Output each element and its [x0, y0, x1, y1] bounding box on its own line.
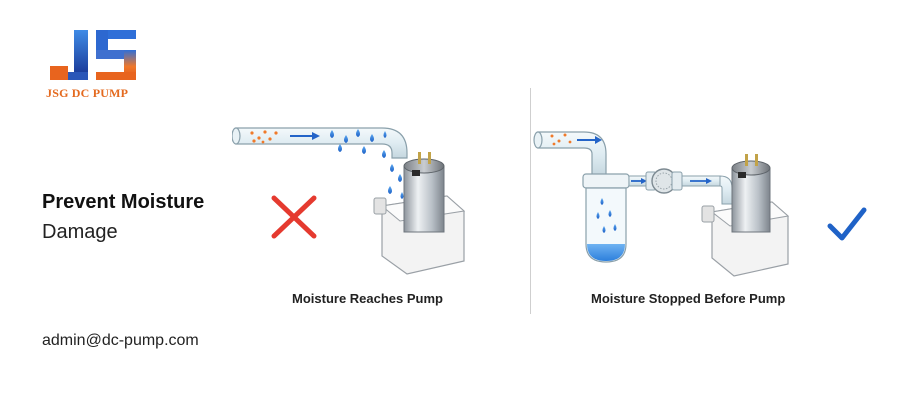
moisture-drops: [330, 129, 404, 199]
left-panel-scene: [232, 127, 466, 275]
headline-line-2: Damage: [42, 221, 118, 243]
dust-particles: [250, 130, 278, 144]
water-trap-bowl: [585, 187, 627, 263]
headline-line-1: Prevent Moisture: [42, 191, 205, 213]
water-trap-cap: [582, 173, 630, 189]
caption-moisture-reaches-pump: Moisture Reaches Pump: [292, 291, 443, 306]
blue-check-icon: [827, 207, 867, 241]
brand-name: JSG DC PUMP: [46, 86, 129, 100]
contact-email[interactable]: admin@dc-pump.com: [42, 332, 199, 349]
headline: Prevent Moisture Damage: [42, 189, 204, 245]
panel-divider: [530, 88, 531, 314]
collected-water: [587, 244, 625, 261]
jsg-logo: [50, 30, 136, 80]
pump-motor: [403, 165, 445, 233]
red-x-icon: [271, 195, 317, 239]
pump-motor-right: [731, 167, 771, 233]
right-panel-scene: [533, 131, 867, 277]
moisture-comparison-illustration: [232, 127, 867, 277]
flow-arrow: [312, 132, 320, 140]
caption-moisture-stopped: Moisture Stopped Before Pump: [591, 291, 786, 306]
pipe: [235, 127, 408, 159]
